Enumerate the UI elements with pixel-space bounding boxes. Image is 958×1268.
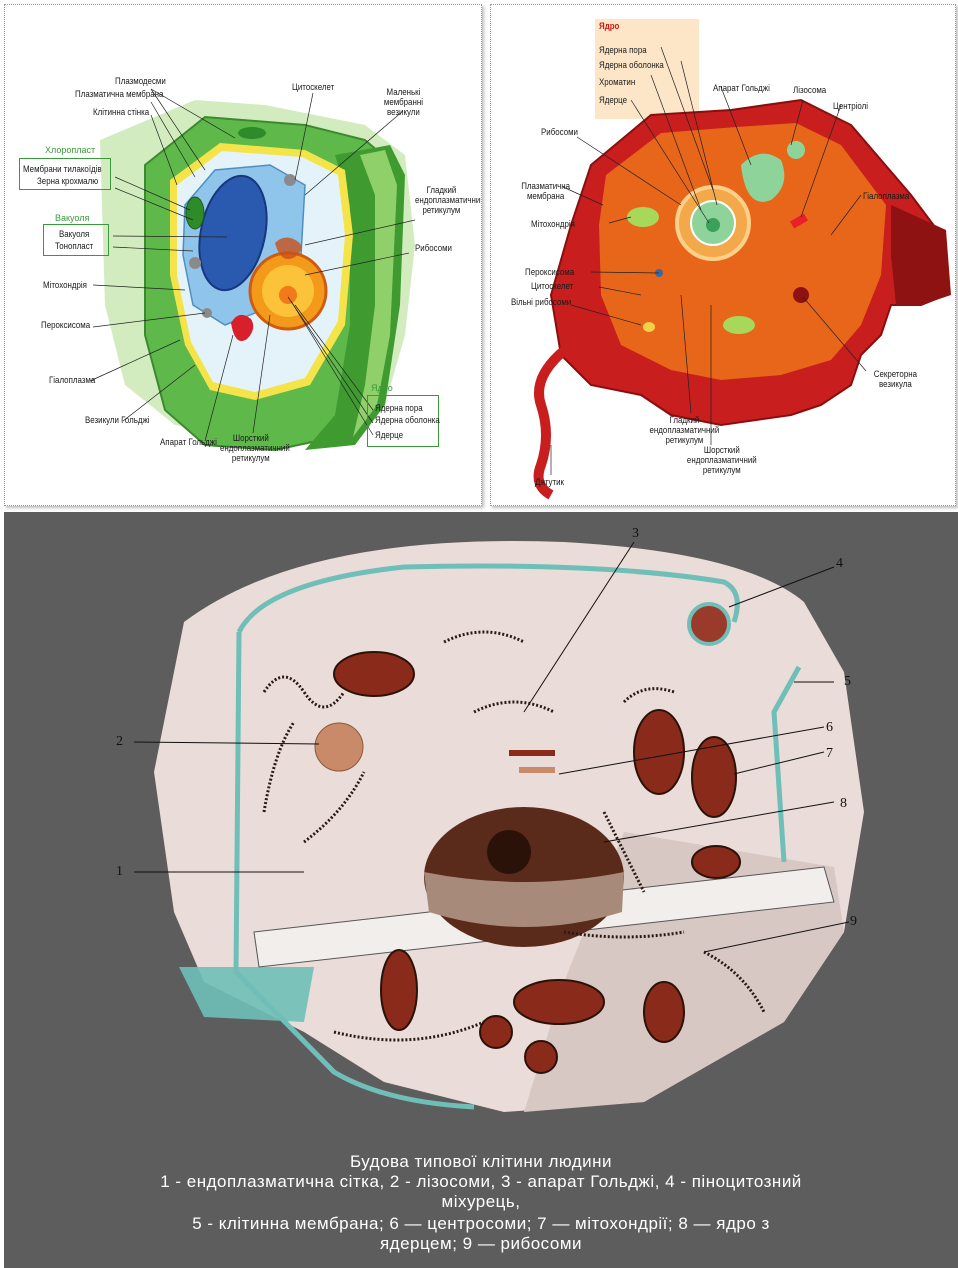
label-centrioles: Центріолі (833, 101, 868, 111)
label-nuclear-pore: Ядерна пора (375, 403, 423, 413)
label-number-3: 3 (632, 526, 639, 542)
label-mitochondrion: Мітохондрія (531, 219, 575, 229)
label-number-7: 7 (826, 746, 833, 762)
label-nuclear-envelope: Ядерна оболонка (375, 415, 440, 425)
label-plasma-membrane: Плазматична мембрана (521, 181, 570, 201)
label-lysosome: Лізосома (793, 85, 826, 95)
label-nucleus-group: Ядро (599, 21, 619, 31)
plant-cell-panel: Плазмодесми Плазматична мембрана Клітинн… (4, 4, 482, 506)
caption-line-3: 5 - клітинна мембрана; 6 — центросоми; 7… (4, 1214, 958, 1233)
label-number-6: 6 (826, 720, 833, 736)
label-ribosomes: Рибосоми (415, 243, 452, 253)
caption-line-1: 1 - ендоплазматична сітка, 2 - лізосоми,… (4, 1172, 958, 1191)
label-golgi: Апарат Гольджі (160, 437, 217, 447)
caption-title: Будова типової клітини людини (4, 1152, 958, 1171)
label-number-8: 8 (840, 796, 847, 812)
label-nuclear-envelope: Ядерна оболонка (599, 60, 664, 70)
label-plasma-membrane: Плазматична мембрана (75, 89, 163, 99)
label-number-9: 9 (850, 914, 857, 930)
label-cell-wall: Клітинна стінка (93, 107, 149, 117)
label-rough-er: Шорсткий ендоплазматичний ретикулум (220, 433, 282, 463)
label-tonoplast: Тонопласт (55, 241, 93, 251)
label-nucleus-group: Ядро (371, 383, 393, 393)
label-ribosomes: Рибосоми (541, 127, 578, 137)
label-cytoskeleton: Цитоскелет (292, 82, 334, 92)
label-flagellum: Джгутик (535, 477, 564, 487)
label-nuclear-pore: Ядерна пора (599, 45, 647, 55)
human-cell-panel: 1 2 3 4 5 6 7 8 9 Будова типової клітини… (4, 512, 958, 1268)
label-number-1: 1 (116, 864, 123, 880)
label-chloroplast-group: Хлоропласт (45, 145, 95, 155)
label-plasmodesmata: Плазмодесми (115, 76, 166, 86)
label-vacuole-group: Вакуоля (55, 213, 89, 223)
animal-cell-panel: Ядро Ядерна пора Ядерна оболонка Хромати… (490, 4, 956, 506)
label-vacuole: Вакуоля (59, 229, 89, 239)
label-smooth-er: Гладкий ендоплазматичний ретикулум (415, 185, 468, 215)
label-peroxisome: Пероксисома (41, 320, 90, 330)
label-small-vesicles: Маленькі мембранні везикули (370, 87, 437, 117)
label-free-ribosomes: Вільні рибосоми (511, 297, 571, 307)
label-golgi: Апарат Гольджі (713, 83, 770, 93)
caption-line-4: ядерцем; 9 — рибосоми (4, 1234, 958, 1253)
label-chromatin: Хроматин (599, 77, 635, 87)
label-secretory-vesicle: Секреторна везикула (869, 369, 922, 389)
label-peroxisome: Пероксисома (525, 267, 574, 277)
label-starch-grain: Зерна крохмалю (37, 176, 98, 186)
label-golgi-vesicles: Везикули Гольджі (85, 415, 150, 425)
label-nucleolus: Ядерце (599, 95, 627, 105)
label-number-4: 4 (836, 556, 843, 572)
label-number-5: 5 (844, 674, 851, 690)
label-hyaloplasm: Гіалоплазма (49, 375, 95, 385)
label-cytoskeleton: Цитоскелет (531, 281, 573, 291)
label-thylakoid-membranes: Мембрани тилакоїдів (23, 164, 102, 174)
label-hyaloplasm: Гіалоплазма (863, 191, 909, 201)
label-mitochondrion: Мітохондрія (43, 280, 87, 290)
label-nucleolus: Ядерце (375, 430, 403, 440)
caption-line-2: міхурець, (4, 1192, 958, 1211)
human-cell-illustration (4, 512, 958, 1132)
label-rough-er: Шорсткий ендоплазматичний ретикулум (669, 445, 775, 475)
label-smooth-er: Гладкий ендоплазматичний ретикулум (636, 415, 733, 445)
label-number-2: 2 (116, 734, 123, 750)
